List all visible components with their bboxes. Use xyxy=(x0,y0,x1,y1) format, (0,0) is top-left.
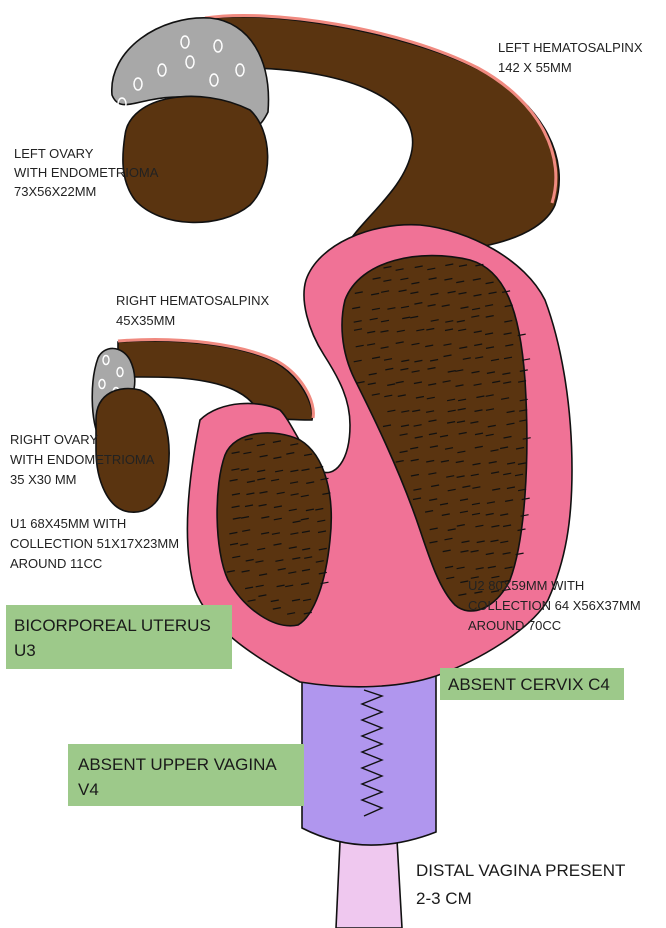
bicorporeal-box xyxy=(6,605,232,669)
left-ovary-line-3: 73X56X22MM xyxy=(14,184,96,199)
left-ovary-line-1: LEFT OVARY xyxy=(14,146,94,161)
absent-upper-vagina-box xyxy=(68,744,304,806)
absent-upper-vagina-line-2: V4 xyxy=(78,780,99,799)
u1-line-1: U1 68X45MM WITH xyxy=(10,516,126,531)
bicorporeal-line-2: U3 xyxy=(14,641,36,660)
left-ovary-endometrioma xyxy=(123,96,268,222)
left-hematosalpinx-line-2: 142 X 55MM xyxy=(498,60,572,75)
right-ovary-line-3: 35 X30 MM xyxy=(10,472,76,487)
absent-cervix-label: ABSENT CERVIX C4 xyxy=(448,675,610,694)
absent-upper-vagina-line-1: ABSENT UPPER VAGINA xyxy=(78,755,277,774)
right-hematosalpinx-line-2: 45X35MM xyxy=(116,313,175,328)
distal-vagina-line-2: 2-3 CM xyxy=(416,889,472,908)
u2-line-3: AROUND 70CC xyxy=(468,618,561,633)
right-hematosalpinx-line-1: RIGHT HEMATOSALPINX xyxy=(116,293,269,308)
right-ovary-line-2: WITH ENDOMETRIOMA xyxy=(10,452,155,467)
u1-line-2: COLLECTION 51X17X23MM xyxy=(10,536,179,551)
distal-vagina-line-1: DISTAL VAGINA PRESENT xyxy=(416,861,625,880)
u1-line-3: AROUND 11CC xyxy=(10,556,102,571)
right-ovary-line-1: RIGHT OVARY xyxy=(10,432,98,447)
left-hematosalpinx-line-1: LEFT HEMATOSALPINX xyxy=(498,40,643,55)
bicorporeal-line-1: BICORPOREAL UTERUS xyxy=(14,616,211,635)
left-ovary-line-2: WITH ENDOMETRIOMA xyxy=(14,165,159,180)
right-ovary-endometrioma xyxy=(96,389,169,513)
u2-line-1: U2 80X59MM WITH xyxy=(468,578,584,593)
u2-line-2: COLLECTION 64 X56X37MM xyxy=(468,598,641,613)
